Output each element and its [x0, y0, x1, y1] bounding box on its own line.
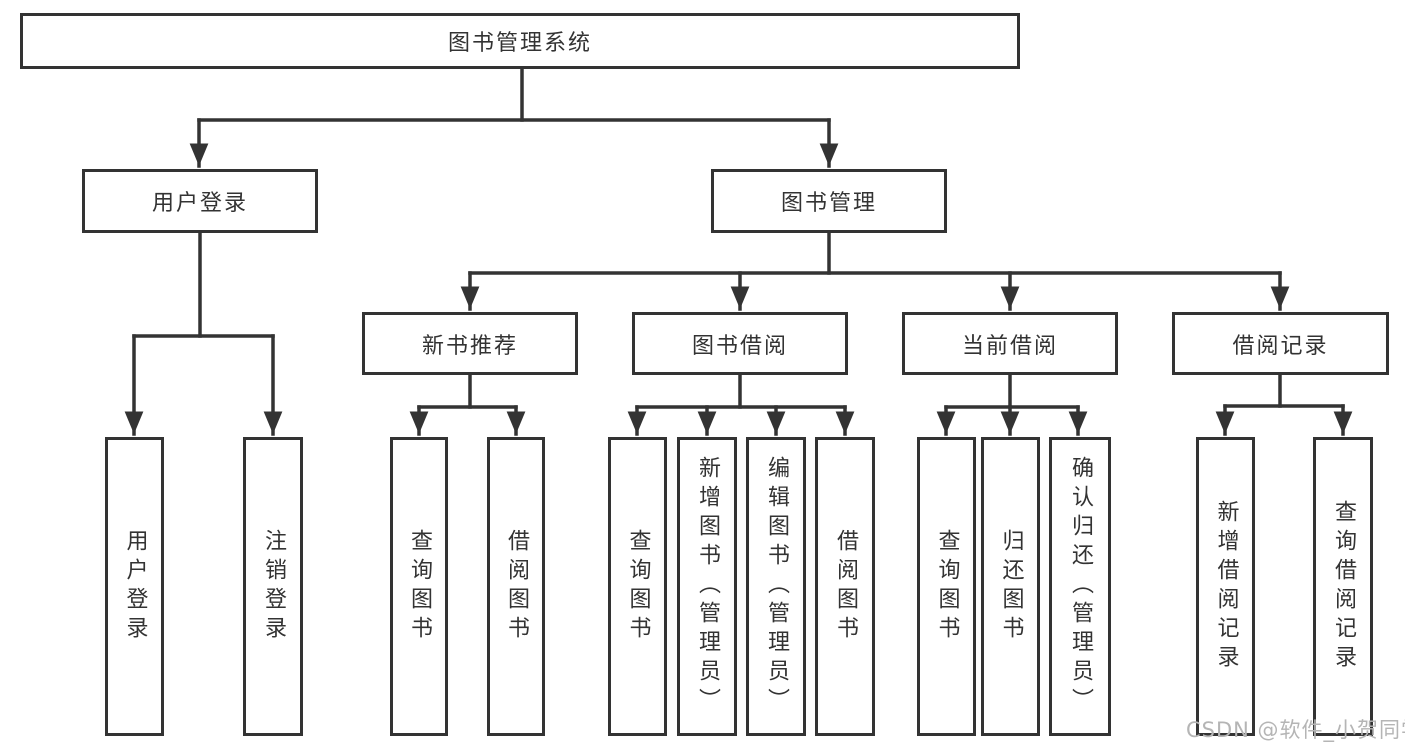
leaf-query-borrow-record-label: 查询借阅记录	[1331, 499, 1356, 674]
leaf-add-borrow-record: 新增借阅记录	[1196, 437, 1255, 736]
leaf-edit-book-admin-label: 编辑图书（管理员）	[764, 456, 789, 717]
leaf-borrow-books-borrow: 借阅图书	[815, 437, 875, 736]
leaf-add-borrow-record-label: 新增借阅记录	[1213, 499, 1239, 674]
leaf-query-books-borrow-label: 查询图书	[625, 528, 651, 645]
leaf-borrow-books-borrow-label: 借阅图书	[833, 528, 858, 645]
leaf-query-books-recommend: 查询图书	[390, 437, 448, 736]
leaf-borrow-books-recommend-label: 借阅图书	[504, 528, 529, 645]
node-book-borrow-label: 图书借阅	[691, 333, 788, 359]
node-user-login-label: 用户登录	[151, 191, 248, 216]
node-borrow-records-label: 借阅记录	[1232, 333, 1329, 359]
leaf-confirm-return-admin-label: 确认归还（管理员）	[1068, 456, 1093, 717]
leaf-query-books-recommend-label: 查询图书	[407, 528, 432, 645]
node-new-book-recommend-label: 新书推荐	[421, 333, 518, 359]
leaf-confirm-return-admin: 确认归还（管理员）	[1049, 437, 1111, 736]
leaf-query-books-current: 查询图书	[917, 437, 976, 736]
leaf-logout-label: 注销登录	[261, 528, 286, 645]
node-book-management: 图书管理	[711, 169, 947, 233]
leaf-query-books-borrow: 查询图书	[608, 437, 667, 736]
leaf-add-book-admin-label: 新增图书（管理员）	[695, 456, 720, 717]
leaf-user-login-label: 用户登录	[122, 528, 148, 645]
node-borrow-records: 借阅记录	[1172, 312, 1389, 375]
leaf-return-book: 归还图书	[981, 437, 1040, 736]
node-current-borrow: 当前借阅	[902, 312, 1118, 375]
node-current-borrow-label: 当前借阅	[961, 333, 1058, 359]
csdn-watermark: CSDN @软件_小贺同学	[1186, 718, 1405, 742]
leaf-user-login: 用户登录	[105, 437, 164, 736]
leaf-return-book-label: 归还图书	[998, 528, 1024, 645]
leaf-edit-book-admin: 编辑图书（管理员）	[746, 437, 806, 736]
node-new-book-recommend: 新书推荐	[362, 312, 578, 375]
node-book-borrow: 图书借阅	[632, 312, 848, 375]
leaf-query-borrow-record: 查询借阅记录	[1313, 437, 1373, 736]
leaf-logout: 注销登录	[243, 437, 303, 736]
node-user-login: 用户登录	[82, 169, 318, 233]
node-root-system-label: 图书管理系统	[447, 31, 592, 56]
leaf-add-book-admin: 新增图书（管理员）	[677, 437, 737, 736]
node-root-system: 图书管理系统	[20, 13, 1020, 69]
leaf-query-books-current-label: 查询图书	[934, 528, 960, 645]
leaf-borrow-books-recommend: 借阅图书	[487, 437, 545, 736]
node-book-management-label: 图书管理	[780, 191, 877, 216]
